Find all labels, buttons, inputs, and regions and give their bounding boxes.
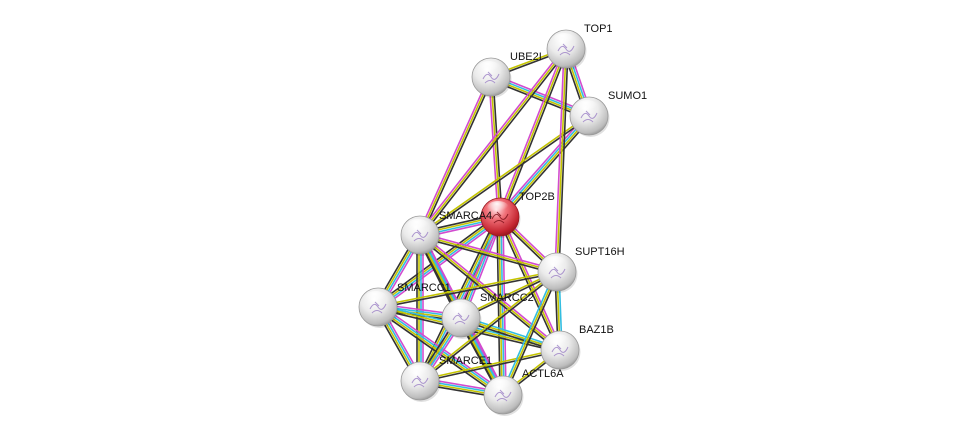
- edge-line-magenta: [488, 76, 499, 218]
- edge-line-black: [558, 48, 569, 273]
- edge-line-cyan: [498, 114, 590, 218]
- edge-line-black: [377, 272, 558, 309]
- edge-line-magenta: [497, 47, 565, 218]
- edge-actl6a-supt16h[interactable]: [500, 270, 560, 397]
- node-gloss: [365, 291, 387, 305]
- edge-line-magenta: [378, 218, 503, 311]
- edge-smarca4-supt16h[interactable]: [418, 232, 559, 275]
- edge-top2b-ube2i[interactable]: [488, 76, 503, 218]
- edge-line-magenta: [502, 216, 507, 396]
- edge-line-yellow: [419, 48, 567, 236]
- edge-smarca4-smarce1[interactable]: [416, 234, 424, 382]
- node-gloss: [487, 201, 509, 215]
- edge-line-magenta: [417, 75, 490, 235]
- edge-line-yellow: [556, 48, 567, 273]
- edge-line-black: [416, 214, 499, 381]
- edge-line-black: [419, 271, 559, 383]
- edge-smarce1-baz1b[interactable]: [418, 348, 562, 383]
- edge-line-yellow: [419, 76, 492, 236]
- edge-line-black: [492, 76, 503, 218]
- node-sumo1[interactable]: SUMO1: [569, 90, 647, 137]
- node-baz1b[interactable]: BAZ1B: [540, 324, 614, 371]
- edge-line-magenta: [420, 232, 563, 350]
- node-gloss: [448, 302, 470, 316]
- node-label: TOP1: [584, 23, 613, 35]
- node-top1[interactable]: TOP1: [546, 23, 613, 70]
- edge-smarca4-baz1b[interactable]: [417, 232, 563, 353]
- node-label: UBE2I: [510, 51, 542, 63]
- edge-line-cyan: [500, 270, 556, 395]
- edge-top2b-sumo1[interactable]: [496, 113, 593, 220]
- node-label: SMARCA4: [439, 210, 492, 222]
- edge-line-yellow: [490, 76, 501, 218]
- node-smarcc2[interactable]: SMARCC2: [441, 292, 534, 339]
- edge-smarcc1-supt16h[interactable]: [377, 270, 558, 309]
- edge-line-yellow: [418, 270, 558, 382]
- edge-top2b-actl6a[interactable]: [496, 216, 507, 396]
- edge-line-yellow: [498, 216, 503, 396]
- node-smarce1[interactable]: SMARCE1: [400, 355, 492, 402]
- node-ube2i[interactable]: UBE2I: [471, 51, 542, 98]
- edge-line-yellow: [502, 271, 558, 396]
- edge-supt16h-top1[interactable]: [554, 48, 569, 273]
- edge-line-cyan: [377, 217, 502, 309]
- node-top2b[interactable]: TOP2B: [480, 191, 555, 238]
- edge-line-black: [418, 236, 558, 275]
- edge-line-black: [421, 77, 494, 237]
- node-label: SMARCC1: [397, 282, 451, 294]
- edge-line-black: [420, 49, 569, 238]
- node-label: SUMO1: [608, 90, 647, 102]
- edge-top2b-top1[interactable]: [497, 47, 569, 219]
- edge-line-yellow: [376, 215, 501, 307]
- node-label: SMARCE1: [439, 355, 492, 367]
- node-label: BAZ1B: [579, 324, 614, 336]
- edge-line-yellow: [419, 234, 558, 273]
- node-label: SMARCC2: [480, 292, 534, 304]
- edge-line-black: [375, 213, 500, 306]
- edge-line-black: [496, 216, 501, 396]
- edge-line-black: [504, 272, 560, 397]
- edge-line-black: [501, 117, 593, 220]
- edge-line-yellow: [418, 215, 500, 382]
- edge-line-yellow: [499, 48, 567, 218]
- node-supt16h[interactable]: SUPT16H: [537, 246, 625, 293]
- edge-line-black: [501, 48, 569, 219]
- edge-line-magenta: [417, 46, 566, 235]
- edge-line-black: [419, 116, 591, 237]
- edge-line-yellow: [418, 348, 561, 381]
- node-gloss: [576, 100, 598, 114]
- node-gloss: [553, 33, 575, 47]
- edge-line-black: [417, 235, 560, 353]
- node-smarcc1[interactable]: SMARCC1: [358, 282, 451, 328]
- edge-line-black: [419, 350, 562, 383]
- node-gloss: [544, 256, 566, 270]
- edge-top2b-smarcc1[interactable]: [375, 213, 503, 311]
- edge-line-magenta: [496, 113, 588, 216]
- node-gloss: [547, 334, 569, 348]
- node-gloss: [407, 365, 429, 379]
- edge-smarca4-ube2i[interactable]: [417, 75, 494, 237]
- node-smarca4[interactable]: SMARCA4: [400, 210, 492, 256]
- edge-line-magenta: [554, 48, 565, 273]
- node-actl6a[interactable]: ACTL6A: [483, 368, 564, 416]
- edge-smarca4-top1[interactable]: [417, 46, 569, 238]
- edge-line-magenta: [419, 232, 559, 271]
- edge-line-yellow: [377, 270, 558, 307]
- edge-line-yellow: [419, 234, 561, 351]
- node-label: SUPT16H: [575, 246, 625, 258]
- node-gloss: [478, 61, 500, 75]
- edge-line-yellow: [499, 115, 591, 219]
- node-gloss: [490, 379, 512, 393]
- node-label: ACTL6A: [522, 368, 564, 380]
- node-gloss: [407, 219, 429, 233]
- edge-smarce1-supt16h[interactable]: [418, 270, 559, 383]
- node-label: TOP2B: [519, 191, 555, 203]
